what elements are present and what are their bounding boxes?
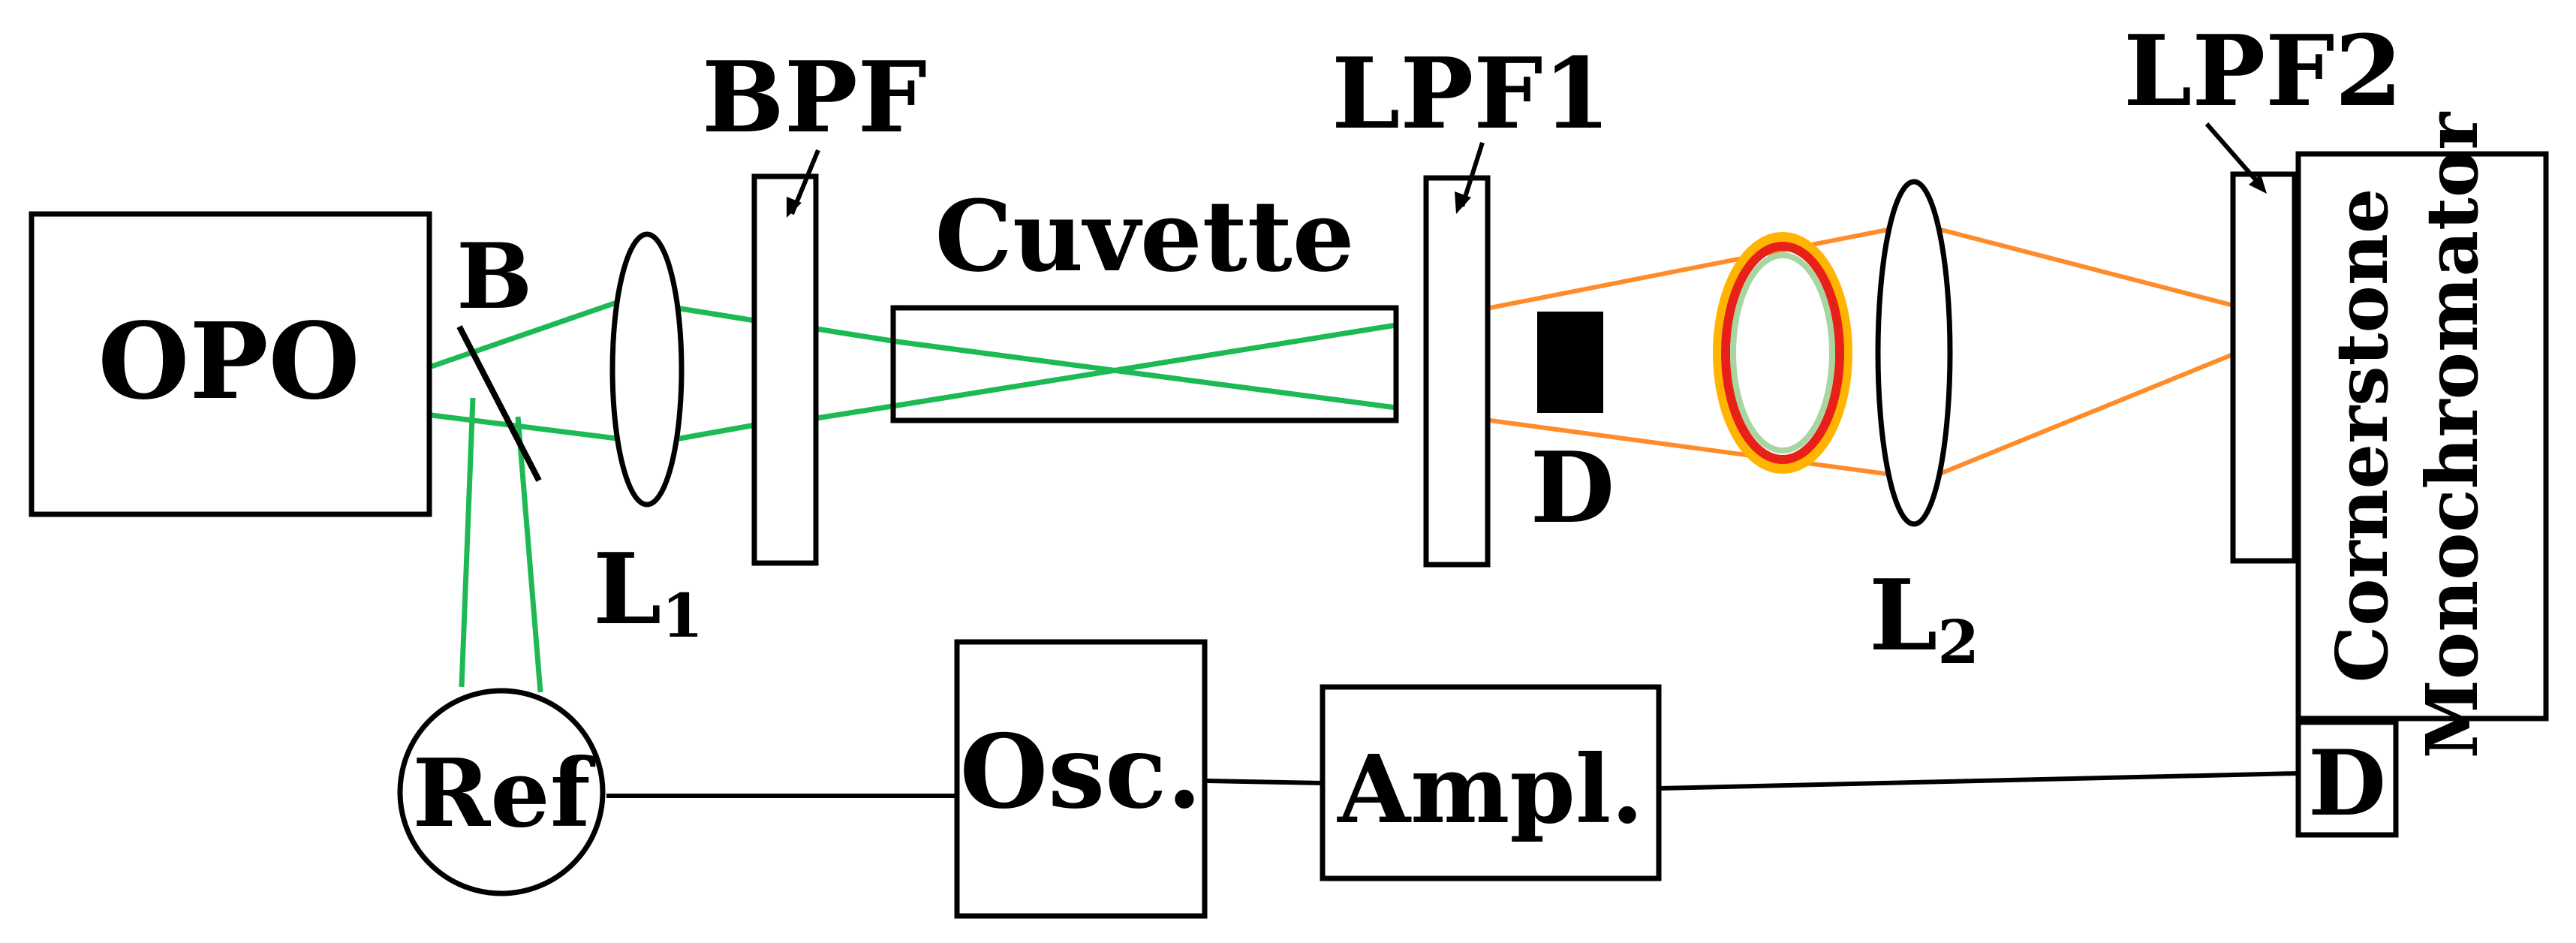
beam-lower-to-lens1 <box>431 412 624 442</box>
reference-detector: Ref <box>397 688 606 896</box>
lens-l2: L2 <box>1869 179 1979 677</box>
monochromator: Cornerstone Monochromator <box>2295 111 2549 759</box>
oscilloscope-box <box>954 639 1208 919</box>
lens-l2-shape <box>1875 179 1953 527</box>
cuvette-body <box>890 305 1399 423</box>
lens-l1-shape <box>609 231 685 508</box>
lpf1-label: LPF1 <box>1332 36 1611 151</box>
lens-l2-label: L2 <box>1869 558 1979 677</box>
amplifier-box <box>1320 684 1662 881</box>
cuvette: Cuvette <box>890 179 1399 423</box>
lpf2-pointer <box>2204 122 2262 185</box>
ray-upper-to-lens2 <box>1489 227 1892 310</box>
beam-reference-right <box>515 416 543 693</box>
monochromator-label-line2: Monochromator <box>2411 111 2494 759</box>
lpf1-pointer-arrowhead <box>1455 191 1471 214</box>
lpf2-plate <box>2230 171 2298 564</box>
beam-splitter-label: B <box>456 224 532 330</box>
beam-lower-bpf-cuvette <box>816 402 898 421</box>
opo-label: OPO <box>98 300 360 423</box>
lens-l1-label: L1 <box>593 532 703 651</box>
longpass-filter-1: LPF1 <box>1332 36 1611 568</box>
ref-label: Ref <box>412 739 595 848</box>
beam-splitter: B <box>456 224 542 482</box>
ring-mid <box>1721 242 1844 464</box>
cuvette-label: Cuvette <box>934 179 1354 294</box>
detector: D <box>2295 719 2399 838</box>
beam-upper-to-lens1 <box>430 297 624 369</box>
ring-inner <box>1730 252 1835 453</box>
beam-dump-label: D <box>1530 430 1615 545</box>
wire-ampl-detector <box>1660 771 2299 791</box>
laser-beams <box>430 297 1397 693</box>
emission-rays <box>1489 227 2238 477</box>
oscilloscope-label: Osc. <box>960 712 1202 831</box>
longpass-filter-2: LPF2 <box>2123 14 2403 564</box>
wire-osc-ampl <box>1206 779 1323 785</box>
monochromator-label-line1: Cornerstone <box>2321 188 2404 683</box>
bpf-plate <box>751 173 819 566</box>
lpf2-pointer-arrowhead <box>2249 174 2267 194</box>
ref-circle <box>397 688 606 896</box>
detector-label: D <box>2308 731 2386 836</box>
bandpass-filter: BPF <box>702 40 927 566</box>
bpf-pointer-arrowhead <box>787 197 802 218</box>
emission-ring <box>1713 232 1852 474</box>
amplifier: Ampl. <box>1320 684 1662 881</box>
bpf-label: BPF <box>702 40 927 155</box>
beam-upper-lens1-bpf <box>675 305 760 324</box>
ray-upper-to-lpf2 <box>1937 227 2237 309</box>
beam-dump: D <box>1530 312 1615 545</box>
ray-lower-to-lpf2 <box>1937 351 2238 477</box>
beam-upper-bpf-cuvette <box>816 326 898 345</box>
ray-lower-to-lens2 <box>1489 418 1892 477</box>
beam-dump-block <box>1537 312 1603 413</box>
lpf2-label: LPF2 <box>2123 14 2403 128</box>
signal-wires <box>606 771 2299 798</box>
monochromator-box <box>2295 151 2549 722</box>
lpf1-plate <box>1423 175 1491 568</box>
amplifier-label: Ampl. <box>1337 735 1644 845</box>
opo-box <box>29 211 432 517</box>
oscilloscope: Osc. <box>954 639 1208 919</box>
beam-reference-left <box>459 397 476 688</box>
beam-cross-down <box>896 339 1397 411</box>
beam-lower-lens1-bpf <box>675 421 760 442</box>
lens-l1: L1 <box>593 231 703 651</box>
detector-box <box>2295 719 2399 838</box>
opo-source: OPO <box>29 211 432 517</box>
beam-cross-up <box>896 322 1397 408</box>
beam-splitter-plate <box>456 325 542 482</box>
